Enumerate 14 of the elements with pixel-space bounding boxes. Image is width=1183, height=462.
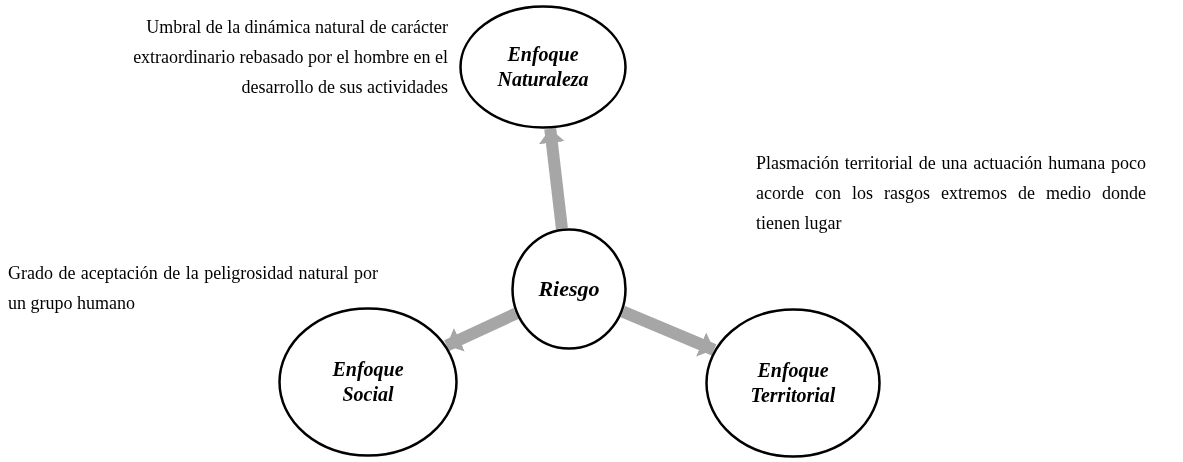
- block-arrow: [538, 128, 568, 230]
- node-label: Enfoque Naturaleza: [496, 42, 590, 92]
- ellipse-node: [278, 307, 458, 457]
- node-label: Enfoque Social: [331, 357, 405, 407]
- block-arrow: [620, 306, 717, 357]
- node-label: Riesgo: [538, 275, 600, 303]
- node-label: Enfoque Territorial: [749, 358, 837, 408]
- ellipse-node: [705, 308, 881, 458]
- description-text: Plasmación territorial de una actuación humana poco acorde con los rasgos extremos de medio donde tienen lugar: [756, 152, 1146, 235]
- ellipse-node: [459, 5, 627, 129]
- block-arrow: [444, 308, 519, 352]
- description-text: Umbral de la dinámica natural de carácter extraordinario rebasado por el hombre en el desarrollo de sus actividades: [132, 16, 448, 99]
- ellipse-node: [511, 228, 627, 350]
- description-text: Grado de aceptación de la peligrosidad natural por un grupo humano: [8, 262, 378, 315]
